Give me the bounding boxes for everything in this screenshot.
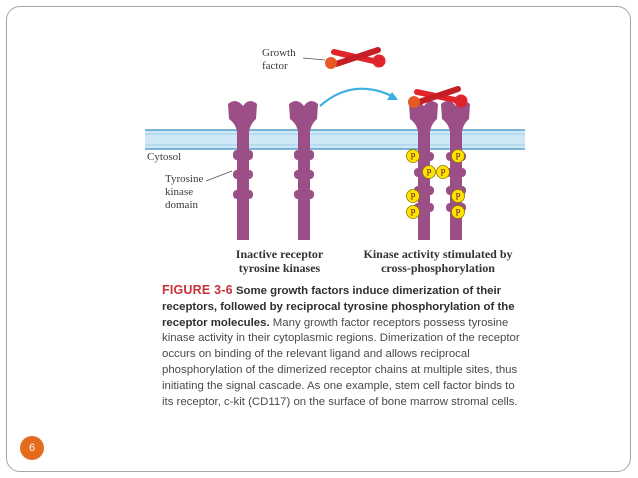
figure-body: Many growth factor receptors possess tyr…: [162, 316, 520, 408]
svg-text:P: P: [455, 192, 460, 202]
inactive-receptors-label: Inactive receptor tyrosine kinases: [235, 247, 324, 275]
figure-title: Some growth factors induce dimerization …: [162, 285, 515, 329]
svg-text:P: P: [410, 192, 415, 202]
figure-number: FIGURE 3-6: [162, 283, 233, 297]
diagram-svg: P P P P P P P P: [145, 47, 525, 240]
binding-arrow: [319, 87, 398, 107]
phosphate-2: P: [451, 149, 465, 163]
phosphate-6: P: [451, 189, 465, 203]
active-receptors-label: Kinase activity stimulated by cross-phos…: [363, 247, 513, 275]
phosphate-group: P P P P P P P P: [406, 149, 465, 219]
svg-text:P: P: [455, 208, 460, 218]
slide-frame: [6, 6, 631, 472]
receptor-diagram: P P P P P P P P Growth factor Cytosol Ty…: [145, 47, 525, 275]
svg-text:P: P: [440, 168, 445, 178]
phosphate-8: P: [451, 205, 465, 219]
svg-text:P: P: [410, 208, 415, 218]
inactive-receptor-left: [228, 100, 257, 240]
svg-text:P: P: [410, 152, 415, 162]
inactive-receptor-right: [289, 100, 318, 240]
growth-factor-label: Growth factor: [262, 47, 296, 72]
figure-caption: FIGURE 3-6 Some growth factors induce di…: [162, 283, 528, 410]
svg-text:P: P: [426, 168, 431, 178]
cytosol-label: Cytosol: [147, 151, 182, 163]
phosphate-1: P: [406, 149, 420, 163]
bound-growth-factor: [408, 86, 468, 108]
phosphate-7: P: [406, 205, 420, 219]
kinase-domain-leader: [205, 170, 233, 182]
tyrosine-kinase-domain-label: Tyrosine kinase domain: [165, 173, 204, 211]
slide-number-badge: 6: [20, 436, 44, 460]
phosphate-4: P: [436, 165, 450, 179]
svg-text:P: P: [455, 152, 460, 162]
phosphate-3: P: [422, 165, 436, 179]
growth-factor-ligand: [325, 47, 386, 69]
phosphate-5: P: [406, 189, 420, 203]
cell-membrane: [145, 129, 525, 150]
growth-factor-leader: [302, 57, 326, 61]
